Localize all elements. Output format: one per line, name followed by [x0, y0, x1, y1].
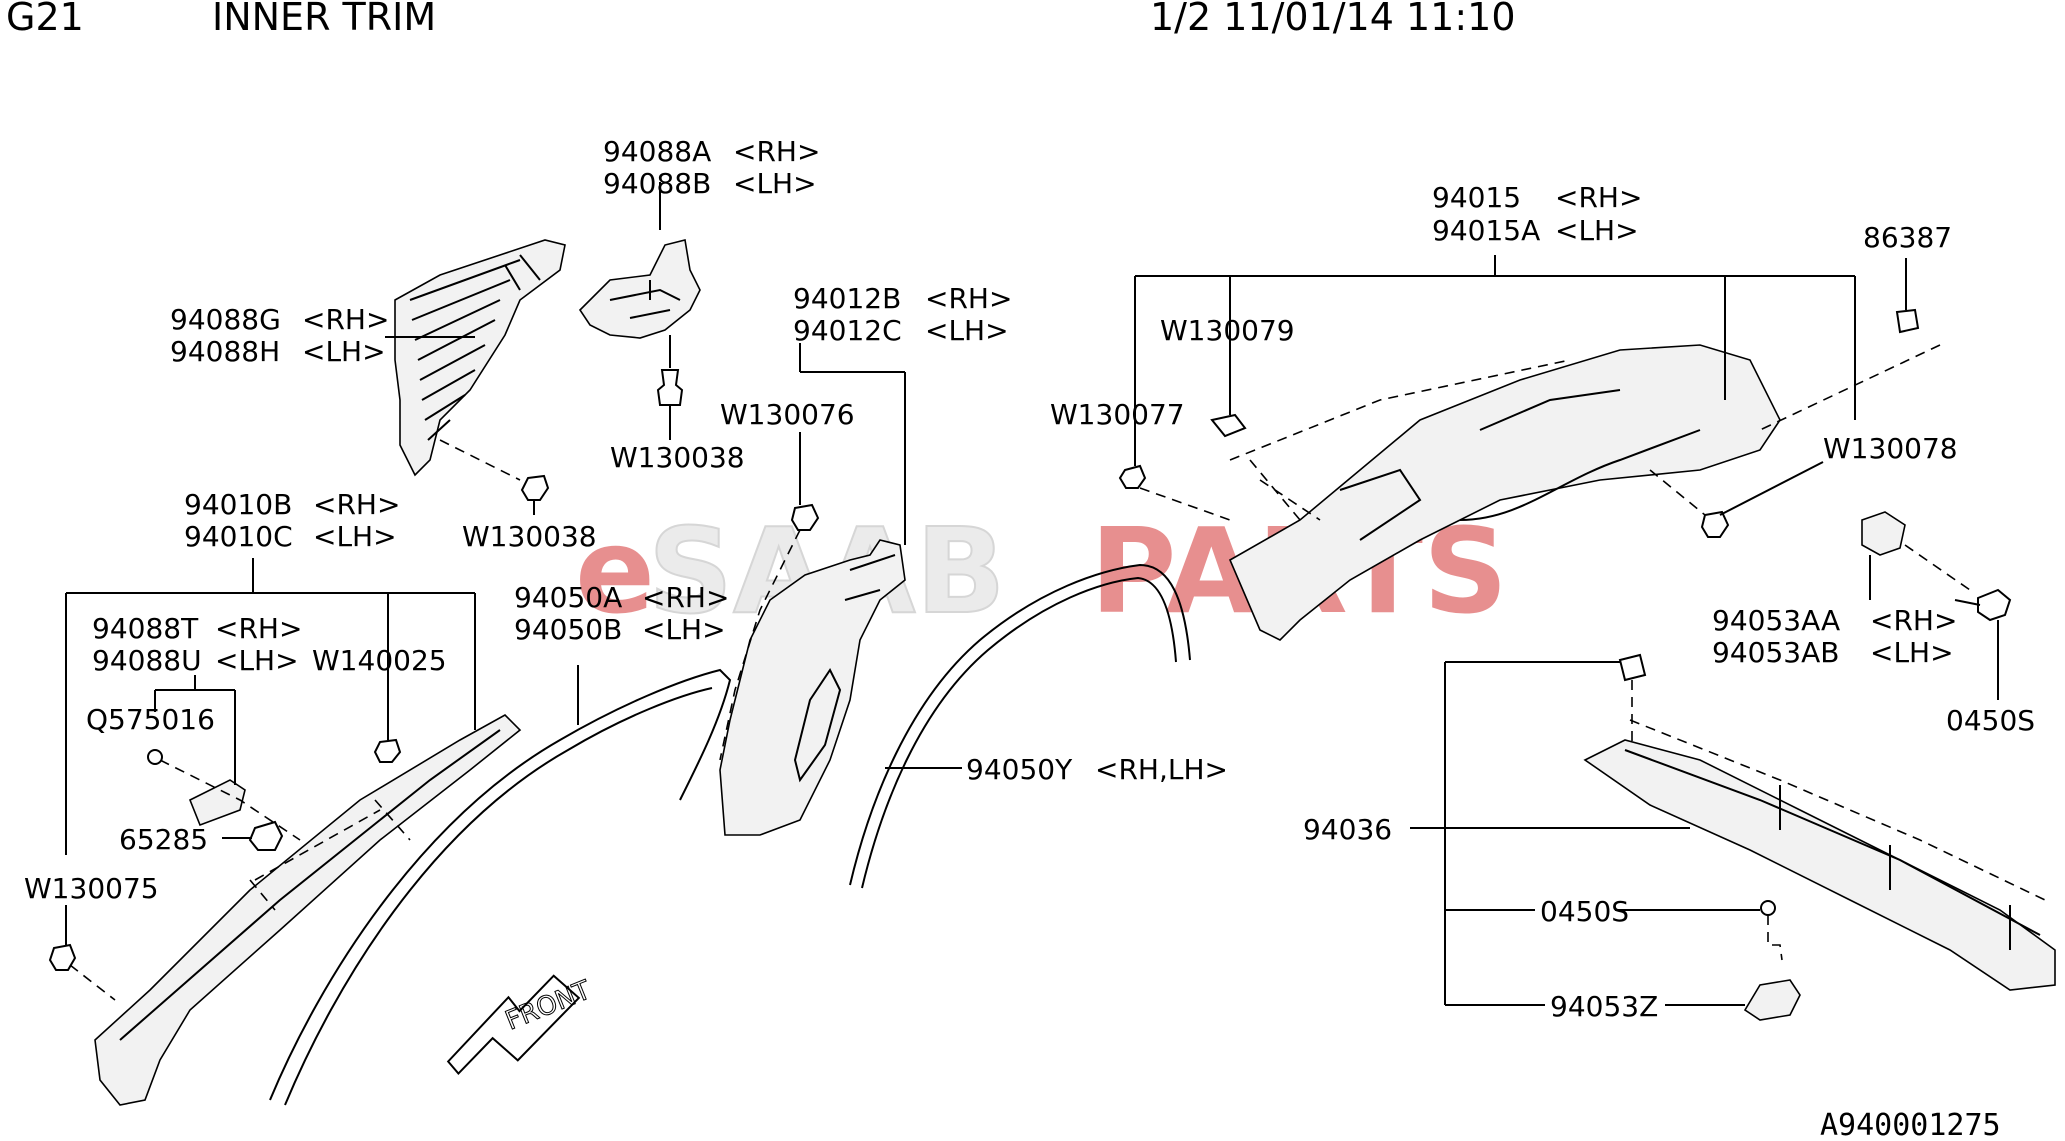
callout-94015-side: <RH>	[1555, 181, 1642, 214]
model-code: G21	[6, 0, 84, 39]
callout-W130038-upper: W130038	[610, 441, 745, 474]
callout-W130038-lower: W130038	[462, 520, 597, 553]
callout-94015A: 94015A	[1432, 214, 1540, 247]
callout-94050A: 94050A	[514, 581, 622, 614]
callout-94050B-side: <LH>	[642, 613, 726, 646]
callout-94088B-side: <LH>	[733, 167, 817, 200]
callout-94088A: 94088A	[603, 135, 711, 168]
callout-94050B: 94050B	[514, 613, 622, 646]
part-sill-clip	[1618, 653, 1647, 745]
callout-94088U-side: <LH>	[215, 644, 299, 677]
part-94050Y-weatherstrip	[849, 563, 1191, 889]
front-arrow-icon: FRONT	[446, 974, 596, 1076]
part-94012B-pillar	[719, 529, 906, 836]
callout-94050Y: 94050Y	[966, 753, 1073, 786]
part-94088G-cover	[394, 239, 566, 477]
part-94053AA-bracket	[1861, 511, 1971, 591]
reference-code: A940001275	[1820, 1108, 2001, 1141]
callout-0450S-upper: 0450S	[1946, 704, 2035, 737]
front-label: FRONT	[501, 975, 595, 1036]
callout-labels: 94088A <RH> 94088B <LH> 94088G <RH> 9408…	[24, 135, 2035, 1023]
callout-94088T: 94088T	[92, 612, 199, 645]
callout-Q575016: Q575016	[86, 703, 215, 736]
callout-94088G: 94088G	[170, 303, 281, 336]
callout-W130077: W130077	[1050, 398, 1185, 431]
callout-94053AB-side: <LH>	[1870, 636, 1954, 669]
callout-94053Z: 94053Z	[1550, 990, 1658, 1023]
callout-94012C-side: <LH>	[925, 314, 1009, 347]
part-W130079-clip	[1210, 413, 1247, 438]
callout-94053AA: 94053AA	[1712, 604, 1840, 637]
part-W130075-clip	[48, 943, 116, 1001]
callout-94088T-side: <RH>	[215, 612, 302, 645]
callout-94088B: 94088B	[603, 167, 711, 200]
leader-lines	[65, 182, 1999, 1006]
page-title: INNER TRIM	[212, 0, 436, 39]
callout-94015A-side: <LH>	[1555, 214, 1639, 247]
part-94050A-weatherstrip	[269, 668, 732, 1106]
part-W130076-clip	[790, 503, 820, 531]
callout-94010C-side: <LH>	[313, 520, 397, 553]
part-94036-sill	[1583, 719, 2056, 991]
part-0450S-screw-upper	[1954, 588, 2012, 622]
page-info: 1/2 11/01/14 11:10	[1150, 0, 1516, 39]
part-W130038-clip-upper	[656, 335, 684, 406]
watermark-e: e	[575, 502, 655, 640]
part-W140025-clip	[373, 738, 402, 763]
callout-94010B-side: <RH>	[313, 488, 400, 521]
callout-94088A-side: <RH>	[733, 135, 820, 168]
callout-W130079: W130079	[1160, 314, 1295, 347]
part-W130078-clip	[1649, 469, 1730, 538]
part-65285-clip	[248, 820, 284, 851]
callout-94050Y-side: <RH,LH>	[1095, 753, 1228, 786]
part-86387-clip	[1759, 308, 1941, 431]
callout-94015: 94015	[1432, 181, 1521, 214]
callout-94012B-side: <RH>	[925, 282, 1012, 315]
part-94088T-bracket	[159, 759, 301, 841]
part-94053Z-cap	[1743, 979, 1801, 1021]
callout-65285: 65285	[119, 823, 208, 856]
part-94010B-pillar	[94, 714, 522, 1106]
callout-W130078: W130078	[1823, 432, 1958, 465]
part-94015-rail	[1228, 344, 1781, 641]
part-W130077-clip	[1118, 464, 1231, 521]
callout-94088U: 94088U	[92, 644, 202, 677]
callout-94088G-side: <RH>	[302, 303, 389, 336]
callout-W130075: W130075	[24, 872, 159, 905]
callout-W140025: W140025	[312, 644, 447, 677]
part-Q575016-screw	[147, 749, 163, 765]
callout-94012C: 94012C	[793, 314, 902, 347]
callout-94088H-side: <LH>	[302, 335, 386, 368]
callout-94036: 94036	[1303, 813, 1392, 846]
callout-94012B: 94012B	[793, 282, 901, 315]
callout-86387: 86387	[1863, 221, 1952, 254]
callout-94053AA-side: <RH>	[1870, 604, 1957, 637]
callout-94010C: 94010C	[184, 520, 293, 553]
callout-94088H: 94088H	[170, 335, 280, 368]
part-0450S-screw-lower	[1760, 900, 1783, 961]
callout-94053AB: 94053AB	[1712, 636, 1839, 669]
callout-94050A-side: <RH>	[642, 581, 729, 614]
callout-W130076: W130076	[720, 398, 855, 431]
part-94088A-bracket	[578, 239, 701, 339]
part-W130038-clip-lower	[439, 439, 550, 501]
callout-0450S-lower: 0450S	[1540, 895, 1629, 928]
callout-94010B: 94010B	[184, 488, 292, 521]
